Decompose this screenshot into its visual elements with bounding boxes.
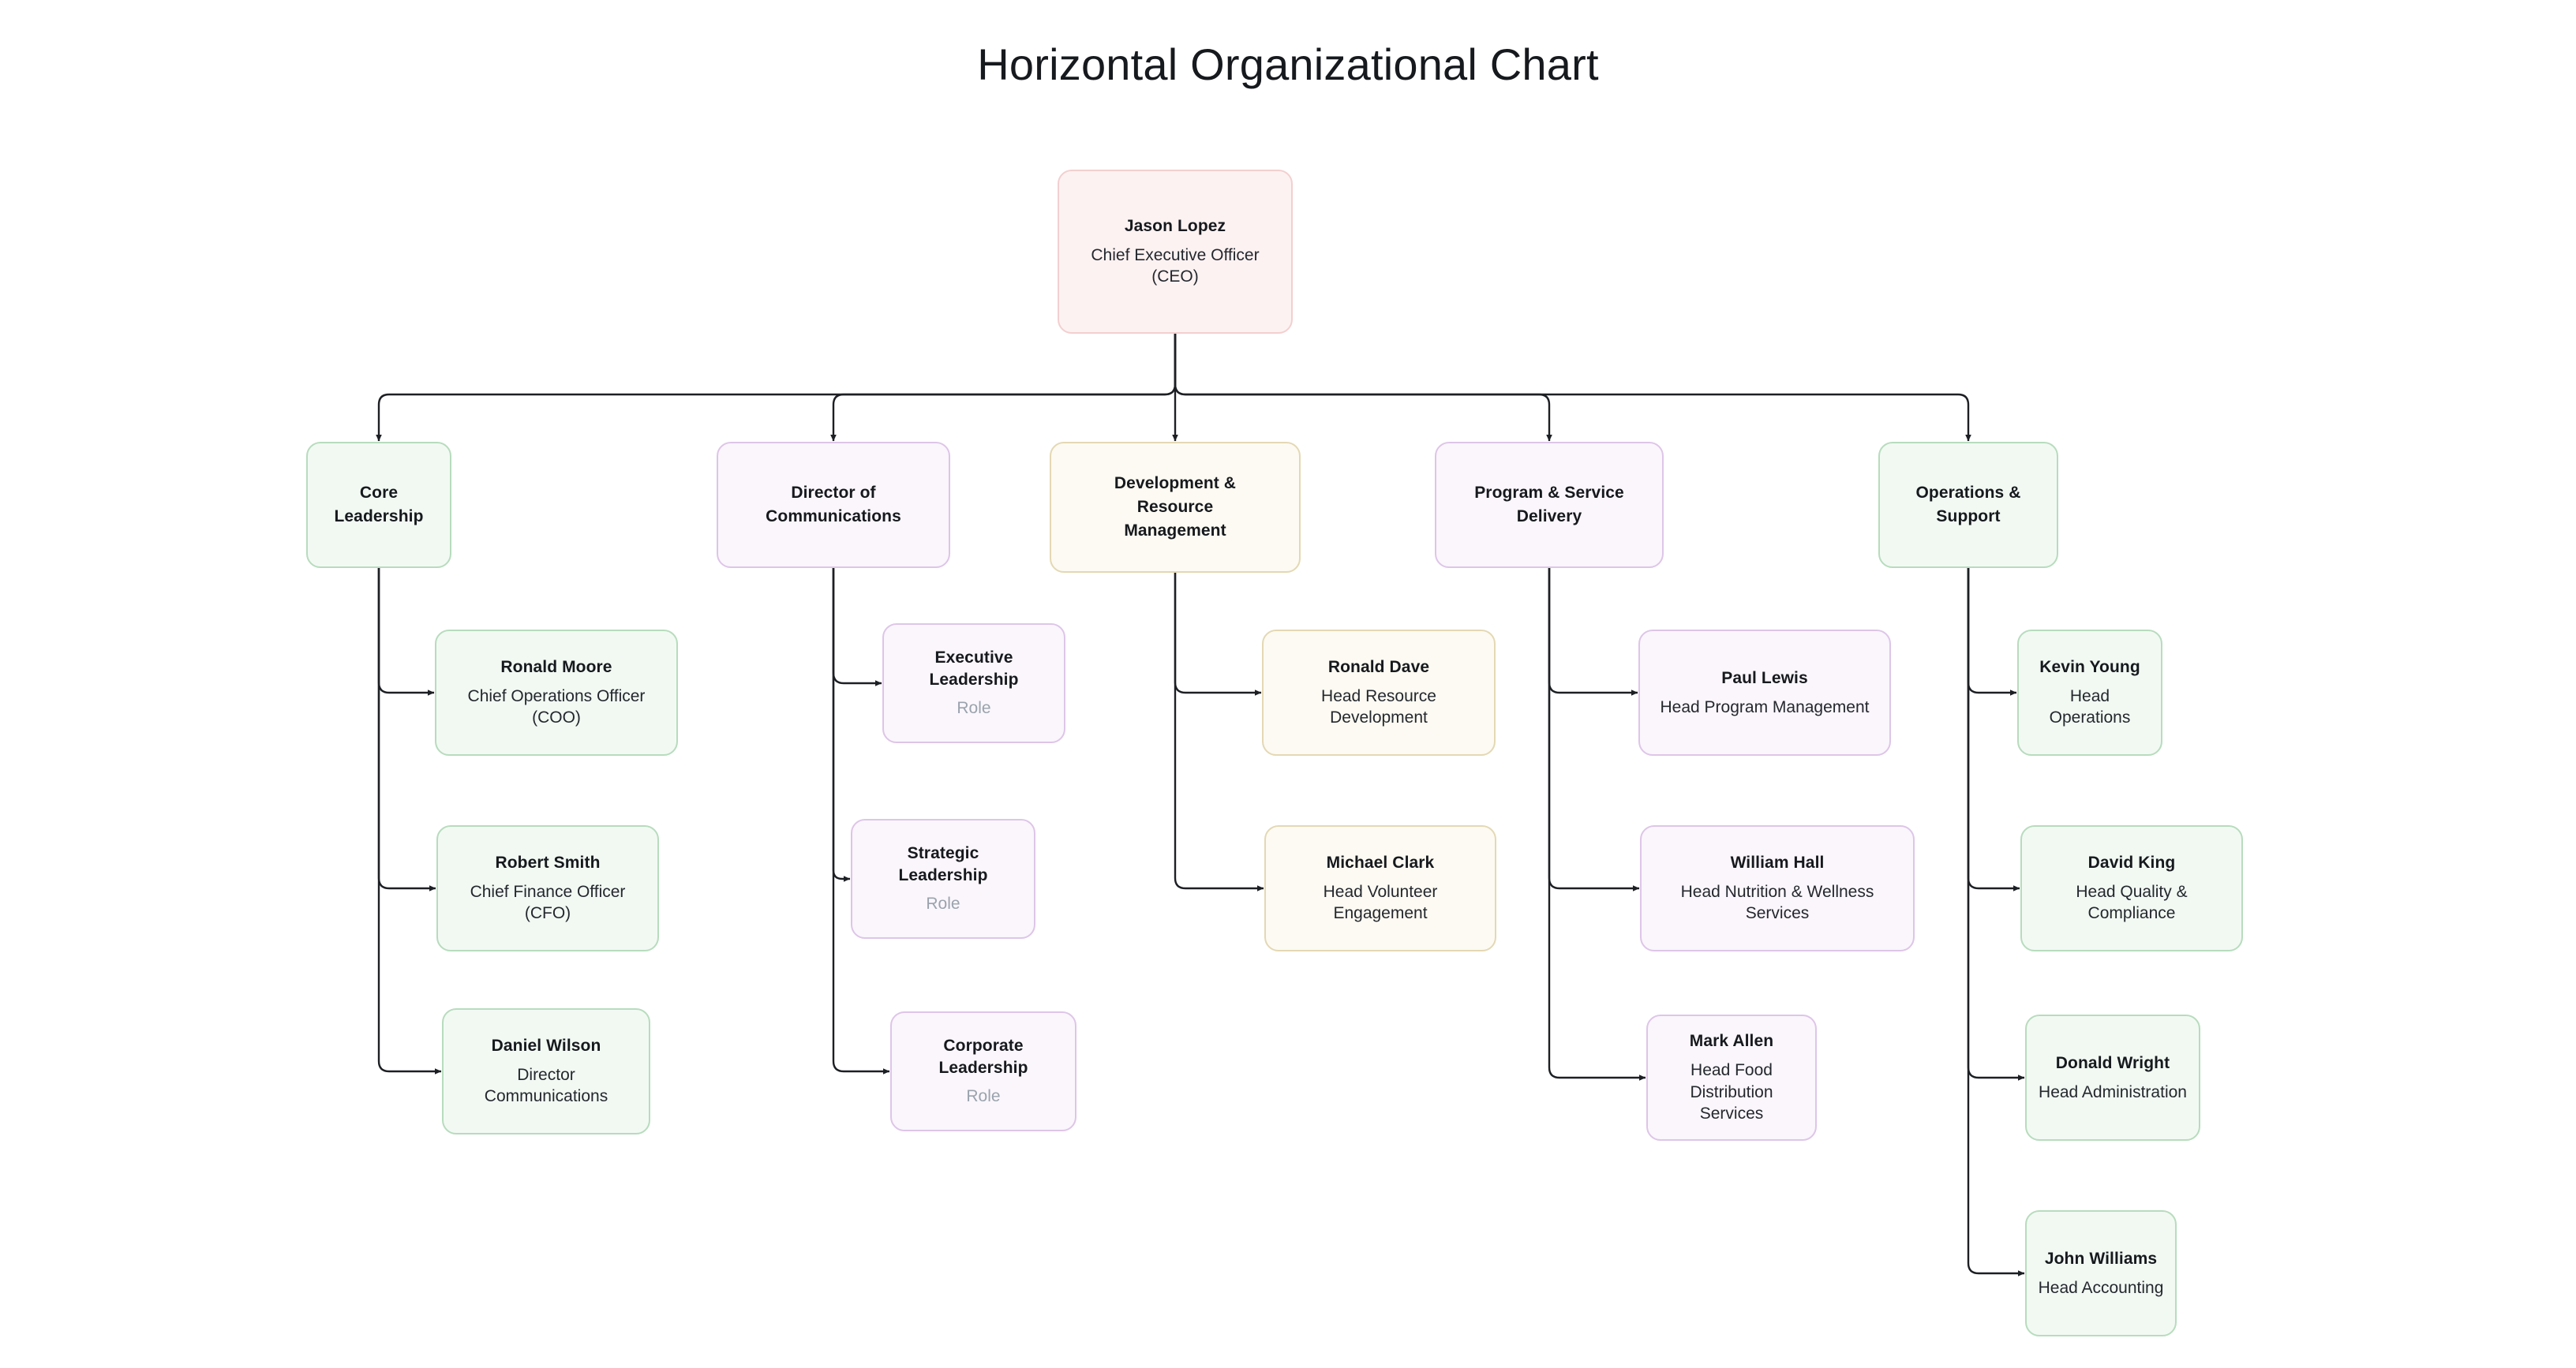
- node-name: Development & Resource Management: [1114, 474, 1237, 540]
- node-role: Chief Executive Officer (CEO): [1091, 245, 1260, 286]
- node-role: Head Food Distribution Services: [1690, 1060, 1773, 1123]
- node-name: Paul Lewis: [1721, 668, 1808, 687]
- node-name: David King: [2087, 853, 2176, 872]
- node-name: Ronald Moore: [500, 657, 612, 676]
- node-name: Core Leadership: [334, 484, 424, 525]
- node-name: Ronald Dave: [1327, 657, 1430, 676]
- node-name: Robert Smith: [495, 853, 601, 872]
- org-node-director-of-communications[interactable]: Director of Communications: [717, 442, 950, 568]
- node-role: Head Operations: [2049, 686, 2131, 727]
- node-role: Head Accounting: [2038, 1278, 2164, 1297]
- node-name: Corporate Leadership: [938, 1036, 1028, 1077]
- node-role: Role: [957, 699, 991, 718]
- node-name: Operations & Support: [1915, 484, 2021, 525]
- node-name: Donald Wright: [2055, 1053, 2170, 1072]
- page-title: Horizontal Organizational Chart: [977, 39, 1599, 89]
- node-name: Mark Allen: [1689, 1032, 1774, 1051]
- node-name: Director of Communications: [766, 484, 901, 525]
- node-role: Head Administration: [2039, 1082, 2187, 1101]
- node-name: John Williams: [2044, 1249, 2158, 1268]
- node-role: Chief Finance Officer (CFO): [470, 882, 626, 923]
- node-name: Daniel Wilson: [491, 1036, 601, 1055]
- org-node-development-resource-management[interactable]: Development & Resource Management: [1050, 442, 1301, 573]
- node-name: Jason Lopez: [1124, 216, 1226, 235]
- node-name: Kevin Young: [2039, 657, 2140, 676]
- node-name: Strategic Leadership: [898, 843, 988, 884]
- org-node-operations-support[interactable]: Operations & Support: [1878, 442, 2058, 568]
- node-name: William Hall: [1730, 853, 1825, 872]
- node-role: Director Communications: [484, 1065, 608, 1106]
- node-name: Executive Leadership: [929, 648, 1019, 689]
- node-role: Chief Operations Officer (COO): [467, 686, 646, 727]
- node-name: Michael Clark: [1326, 853, 1435, 872]
- node-role: Role: [926, 895, 960, 914]
- node-role: Head Resource Development: [1321, 686, 1436, 727]
- node-role: Role: [966, 1087, 1001, 1106]
- node-role: Head Volunteer Engagement: [1323, 882, 1438, 923]
- node-role: Head Quality & Compliance: [2076, 882, 2188, 923]
- node-role: Head Program Management: [1660, 697, 1870, 716]
- node-role: Head Nutrition & Wellness Services: [1680, 882, 1874, 923]
- org-node-core-leadership[interactable]: Core Leadership: [306, 442, 451, 568]
- node-name: Program & Service Delivery: [1474, 484, 1624, 525]
- org-node-program-service-delivery[interactable]: Program & Service Delivery: [1435, 442, 1664, 568]
